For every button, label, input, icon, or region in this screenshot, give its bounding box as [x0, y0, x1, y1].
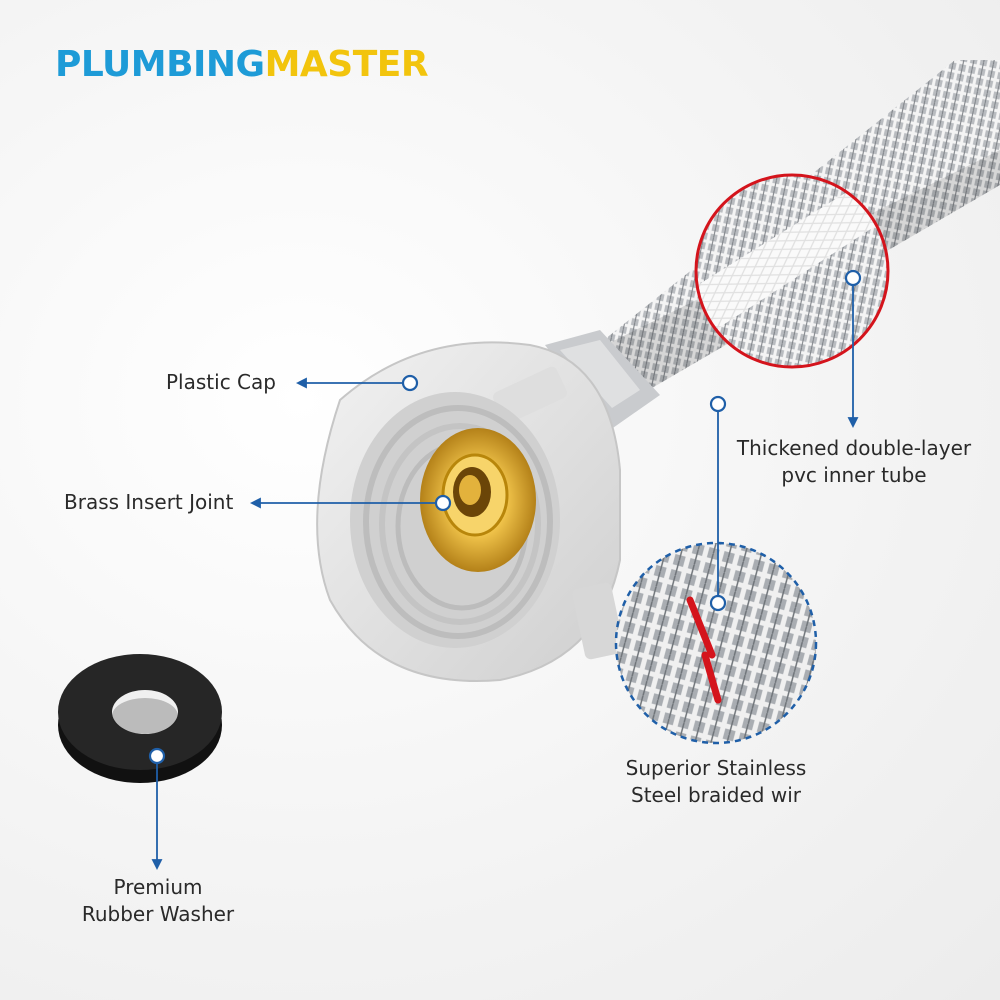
label-plastic-cap: Plastic Cap: [166, 370, 276, 394]
label-brass-insert: Brass Insert Joint: [64, 490, 234, 514]
label-inner-tube: Thickened double-layer pvc inner tube: [720, 435, 988, 489]
braided-wire-zoom: [614, 541, 818, 745]
callout-lines: [151, 285, 859, 871]
label-braided-wire-line1: Superior Stainless: [625, 756, 807, 780]
brand-logo: PLUMBINGMASTER: [55, 44, 429, 85]
label-inner-tube-line2: pvc inner tube: [781, 463, 927, 487]
label-inner-tube-line1: Thickened double-layer: [736, 436, 972, 460]
callout-dots: [148, 269, 862, 765]
rubber-washer-icon: [58, 654, 222, 783]
inner-tube-zoom: [694, 173, 890, 369]
brand-logo-part1: PLUMBING: [55, 44, 265, 85]
label-washer-line1: Premium: [113, 875, 203, 899]
label-braided-wire-line2: Steel braided wir: [631, 783, 801, 807]
brand-logo-part2: MASTER: [264, 44, 429, 85]
label-washer-line2: Rubber Washer: [81, 902, 235, 926]
label-washer: Premium Rubber Washer: [58, 874, 258, 928]
label-braided-wire: Superior Stainless Steel braided wir: [600, 755, 832, 809]
